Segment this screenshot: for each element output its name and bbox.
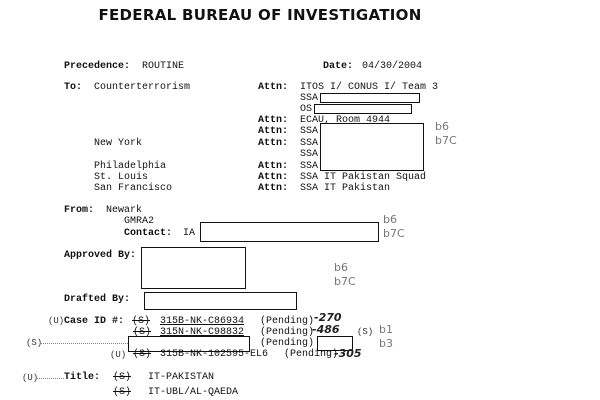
attn-ecau: ECAU, Room 4944 xyxy=(300,115,391,126)
contact-value: IA xyxy=(183,228,196,239)
exemption-b7c: b7C xyxy=(383,227,405,240)
classification-mark: (U) xyxy=(110,350,127,360)
approved-by-label: Approved By: xyxy=(64,250,137,261)
case-class: (S) xyxy=(133,349,152,360)
title-value-2: IT-UBL/AL-QAEDA xyxy=(148,387,239,398)
leader-line xyxy=(40,343,128,344)
exemption-b7c: b7C xyxy=(435,134,457,147)
case-id-label: Case ID #: xyxy=(64,316,125,327)
attn-ssa: SSA xyxy=(300,126,319,137)
leader-line xyxy=(36,378,64,379)
redaction-box xyxy=(144,292,297,310)
case-status: (Pending) xyxy=(260,338,315,349)
classification-mark: (S) xyxy=(357,327,374,337)
redaction-box xyxy=(320,123,424,171)
attn-st-louis: SSA IT Pakistan Squad xyxy=(300,172,427,183)
attn-ssa: SSA xyxy=(300,149,319,160)
case-id: 315B-NK-102595-EL6 xyxy=(160,349,269,360)
exemption-b6: b6 xyxy=(334,261,348,274)
precedence-label: Precedence: xyxy=(64,61,131,72)
attn-ssa: SSA xyxy=(300,161,319,172)
exemption-b3: b3 xyxy=(379,337,393,350)
exemption-b6: b6 xyxy=(435,120,449,133)
case-status: (Pending) xyxy=(260,327,315,338)
classification-mark: (U) xyxy=(48,316,65,326)
contact-label: Contact: xyxy=(124,228,173,239)
attn-label: Attn: xyxy=(258,183,289,194)
case-status: (Pending) xyxy=(260,316,315,327)
date-label: Date: xyxy=(323,61,354,72)
drafted-by-label: Drafted By: xyxy=(64,294,131,305)
case-status: (Pending) xyxy=(284,349,339,360)
attn-san-francisco: SSA IT Pakistan xyxy=(300,183,391,194)
attn-os: OS xyxy=(300,104,313,115)
classification-mark: (S) xyxy=(26,338,43,348)
attn-label: Attn: xyxy=(258,126,289,137)
precedence-value: ROUTINE xyxy=(142,61,185,72)
title-class: (S) xyxy=(113,387,132,398)
to-value: Counterterrorism xyxy=(94,82,191,93)
case-id: 315N-NK-C98832 xyxy=(160,327,245,338)
attn-ssa: SSA xyxy=(300,93,319,104)
redaction-box xyxy=(141,247,246,289)
exemption-b1: b1 xyxy=(379,323,393,336)
handwritten-note: -486 xyxy=(312,323,340,336)
attn-label: Attn: xyxy=(258,138,289,149)
redaction-box xyxy=(317,336,353,351)
handwritten-note: -270 xyxy=(314,311,342,324)
case-id: 315B-NK-C86934 xyxy=(160,316,245,327)
attn-label: Attn: xyxy=(258,82,289,93)
exemption-b6: b6 xyxy=(383,213,397,226)
redaction-box xyxy=(128,336,250,352)
title-value: IT-PAKISTAN xyxy=(148,372,215,383)
office-san-francisco: San Francisco xyxy=(94,183,173,194)
from-label: From: xyxy=(64,205,95,216)
to-label: To: xyxy=(64,82,83,93)
date-value: 04/30/2004 xyxy=(362,61,423,72)
exemption-b7c: b7C xyxy=(334,275,356,288)
attn-itos: ITOS I/ CONUS I/ Team 3 xyxy=(300,82,439,93)
from-value: Newark xyxy=(106,205,143,216)
attn-label: Attn: xyxy=(258,161,289,172)
office-new-york: New York xyxy=(94,138,143,149)
redaction-box xyxy=(314,104,412,114)
redaction-box xyxy=(320,93,420,103)
office-philadelphia: Philadelphia xyxy=(94,161,167,172)
handwritten-note: -305 xyxy=(334,347,362,360)
case-class: (S) xyxy=(132,316,151,327)
attn-ssa: SSA xyxy=(300,138,319,149)
title-class: (S) xyxy=(113,372,132,383)
agency-header: FEDERAL BUREAU OF INVESTIGATION xyxy=(98,6,422,24)
classification-mark: (U) xyxy=(22,373,39,383)
from-unit: GMRA2 xyxy=(124,216,155,227)
attn-label: Attn: xyxy=(258,115,289,126)
redaction-box xyxy=(200,222,379,242)
title-label: Title: xyxy=(64,372,101,383)
attn-label: Attn: xyxy=(258,172,289,183)
case-class: (S) xyxy=(133,327,152,338)
office-st-louis: St. Louis xyxy=(94,172,149,183)
